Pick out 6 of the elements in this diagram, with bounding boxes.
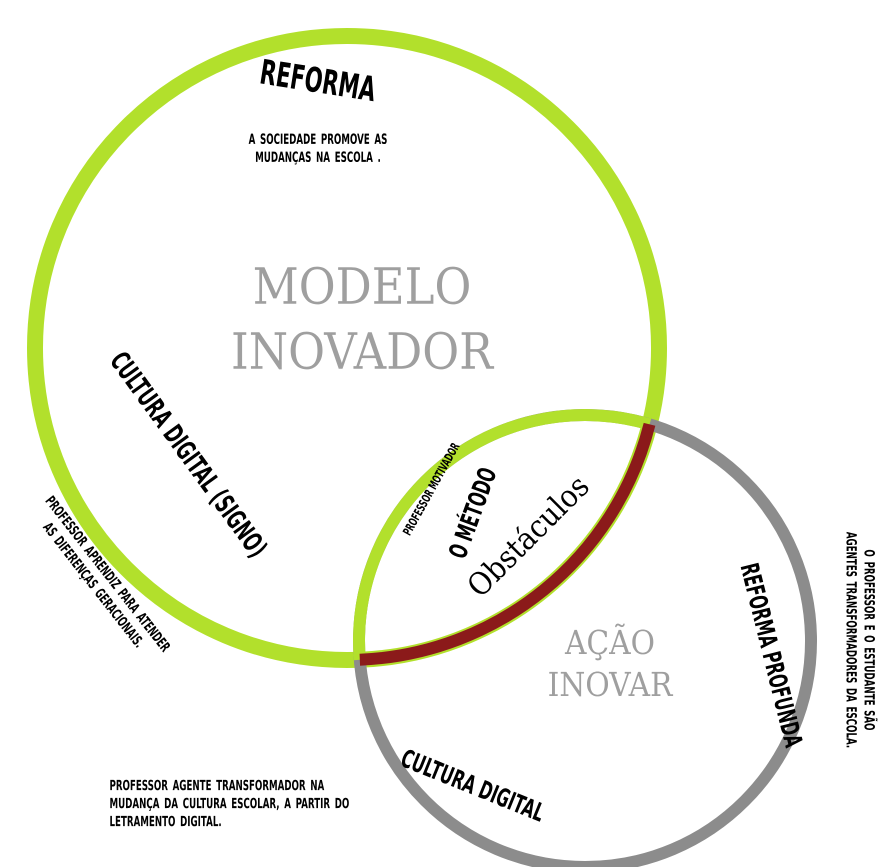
caption-text: A SOCIEDADE PROMOVE AS MUDANÇAS NA ESCOLA . (248, 133, 387, 165)
heading: REFORMA PROFUNDA (740, 562, 803, 749)
note-text: O PROFESSOR E O ESTUDANTE SÃO AGENTES TRANSFORMADORES DA ESCOLA. (846, 532, 878, 748)
title: MODELO INOVADOR (233, 266, 494, 370)
title: AÇÃO INOVAR (549, 624, 674, 696)
heading: REFORMA (260, 58, 374, 102)
